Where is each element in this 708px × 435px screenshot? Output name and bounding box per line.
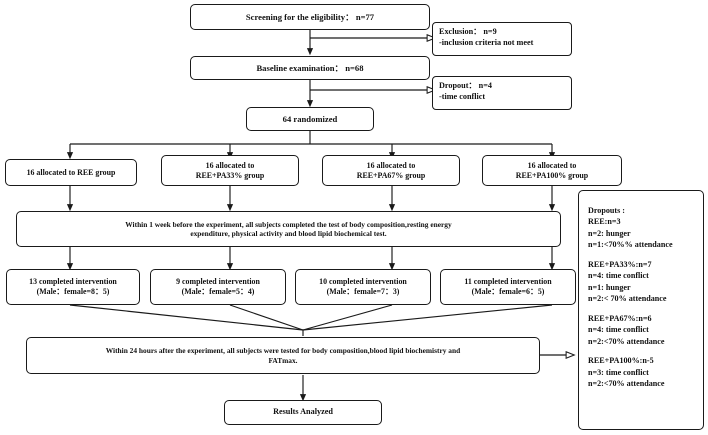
node-allocated-pa100-line2: REE+PA100% group (515, 170, 589, 180)
dropouts-panel: Dropouts : REE:n=3 n=2: hunger n=1:<70%%… (578, 190, 704, 430)
node-completed-pa33: 9 completed intervention (Male：female=5：… (150, 269, 286, 305)
node-allocated-pa67-line1: 16 allocated to (366, 160, 416, 170)
node-dropout: Dropout： n=4 -time conflict (432, 76, 572, 110)
dropouts-group-pa67-reason-2: n=2:<70% attendance (588, 336, 665, 346)
node-allocated-pa33-line2: REE+PA33% group (195, 170, 265, 180)
node-pre-test-line1: Within 1 week before the experiment, all… (125, 219, 452, 229)
dropouts-group-pa33-heading: REE+PA33%:n=7 (588, 259, 652, 269)
node-exclusion-line1: Exclusion： n=9 (439, 27, 497, 36)
node-allocated-pa33: 16 allocated to REE+PA33% group (161, 155, 299, 186)
node-completed-pa67-line2: (Male：female=7：3) (326, 287, 400, 296)
node-allocated-pa100-line1: 16 allocated to (527, 160, 577, 170)
dropouts-group-ree: REE:n=3 n=2: hunger n=1:<70%% attendance (588, 216, 697, 250)
node-post-test-line1: Within 24 hours after the experiment, al… (105, 346, 461, 356)
dropouts-group-ree-reason-1: n=2: hunger (588, 228, 631, 238)
dropouts-group-pa100-reason-1: n=3: time conflict (588, 367, 649, 377)
dropouts-group-ree-heading: REE:n=3 (588, 217, 621, 227)
dropouts-group-pa67-reason-1: n=4: time conflict (588, 325, 649, 335)
dropouts-group-pa33-reason-2: n=1: hunger (588, 282, 631, 292)
node-baseline-label: Baseline examination： n=68 (256, 62, 364, 73)
dropouts-group-pa67-heading: REE+PA67%:n=6 (588, 313, 652, 323)
dropouts-group-pa67: REE+PA67%:n=6 n=4: time conflict n=2:<70… (588, 313, 697, 347)
node-dropout-line2: -time conflict (439, 91, 486, 101)
dropouts-group-ree-reason-2: n=1:<70%% attendance (588, 240, 673, 250)
node-completed-pa67: 10 completed intervention (Male：female=7… (295, 269, 431, 305)
node-results-analyzed: Results Analyzed (224, 400, 382, 425)
dropouts-group-pa33: REE+PA33%:n=7 n=4: time conflict n=1: hu… (588, 259, 697, 305)
node-baseline: Baseline examination： n=68 (190, 56, 430, 80)
node-allocated-pa100: 16 allocated to REE+PA100% group (482, 155, 622, 186)
dropouts-group-pa100: REE+PA100%:n-5 n=3: time conflict n=2:<7… (588, 355, 697, 389)
dropouts-group-pa33-reason-3: n=2:< 70% attendance (588, 294, 667, 304)
node-randomized: 64 randomized (246, 107, 374, 131)
node-allocated-ree: 16 allocated to REE group (5, 159, 137, 186)
node-results-label: Results Analyzed (273, 407, 333, 417)
node-completed-ree-line1: 13 completed intervention (29, 277, 117, 287)
node-completed-ree: 13 completed intervention (Male：female=8… (6, 269, 140, 305)
dropouts-group-pa33-reason-1: n=4: time conflict (588, 271, 649, 281)
node-completed-pa100-line1: 11 completed intervention (464, 277, 552, 287)
dropouts-group-pa100-reason-2: n=2:<70% attendance (588, 379, 665, 389)
node-allocated-pa33-line1: 16 allocated to (205, 160, 255, 170)
node-screening-label: Screening for the eligibility： n=77 (245, 11, 375, 22)
node-exclusion-line2: -inclusion criteria not meet (439, 37, 534, 47)
node-completed-ree-line2: (Male：female=8：5) (36, 287, 110, 296)
node-exclusion: Exclusion： n=9 -inclusion criteria not m… (432, 22, 572, 56)
node-completed-pa33-line1: 9 completed intervention (176, 277, 260, 287)
node-allocated-pa67: 16 allocated to REE+PA67% group (322, 155, 460, 186)
dropouts-title: Dropouts : (588, 206, 625, 215)
dropouts-group-pa100-heading: REE+PA100%:n-5 (588, 356, 654, 366)
node-completed-pa33-line2: (Male：female=5：4) (181, 287, 255, 296)
node-dropout-line1: Dropout： n=4 (439, 81, 492, 90)
node-randomized-label: 64 randomized (282, 113, 338, 124)
node-pre-test: Within 1 week before the experiment, all… (16, 211, 561, 247)
node-completed-pa100: 11 completed intervention (Male：female=6… (440, 269, 576, 305)
node-allocated-ree-line1: 16 allocated to REE group (26, 167, 116, 177)
node-completed-pa100-line2: (Male：female=6：5) (471, 287, 545, 296)
node-allocated-pa67-line2: REE+PA67% group (356, 170, 426, 180)
node-post-test-line2: FATmax. (268, 355, 298, 365)
node-pre-test-line2: expenditure, physical activity and blood… (190, 229, 387, 238)
node-completed-pa67-line1: 10 completed intervention (319, 277, 407, 287)
node-post-test: Within 24 hours after the experiment, al… (26, 337, 540, 374)
node-screening: Screening for the eligibility： n=77 (190, 4, 430, 30)
